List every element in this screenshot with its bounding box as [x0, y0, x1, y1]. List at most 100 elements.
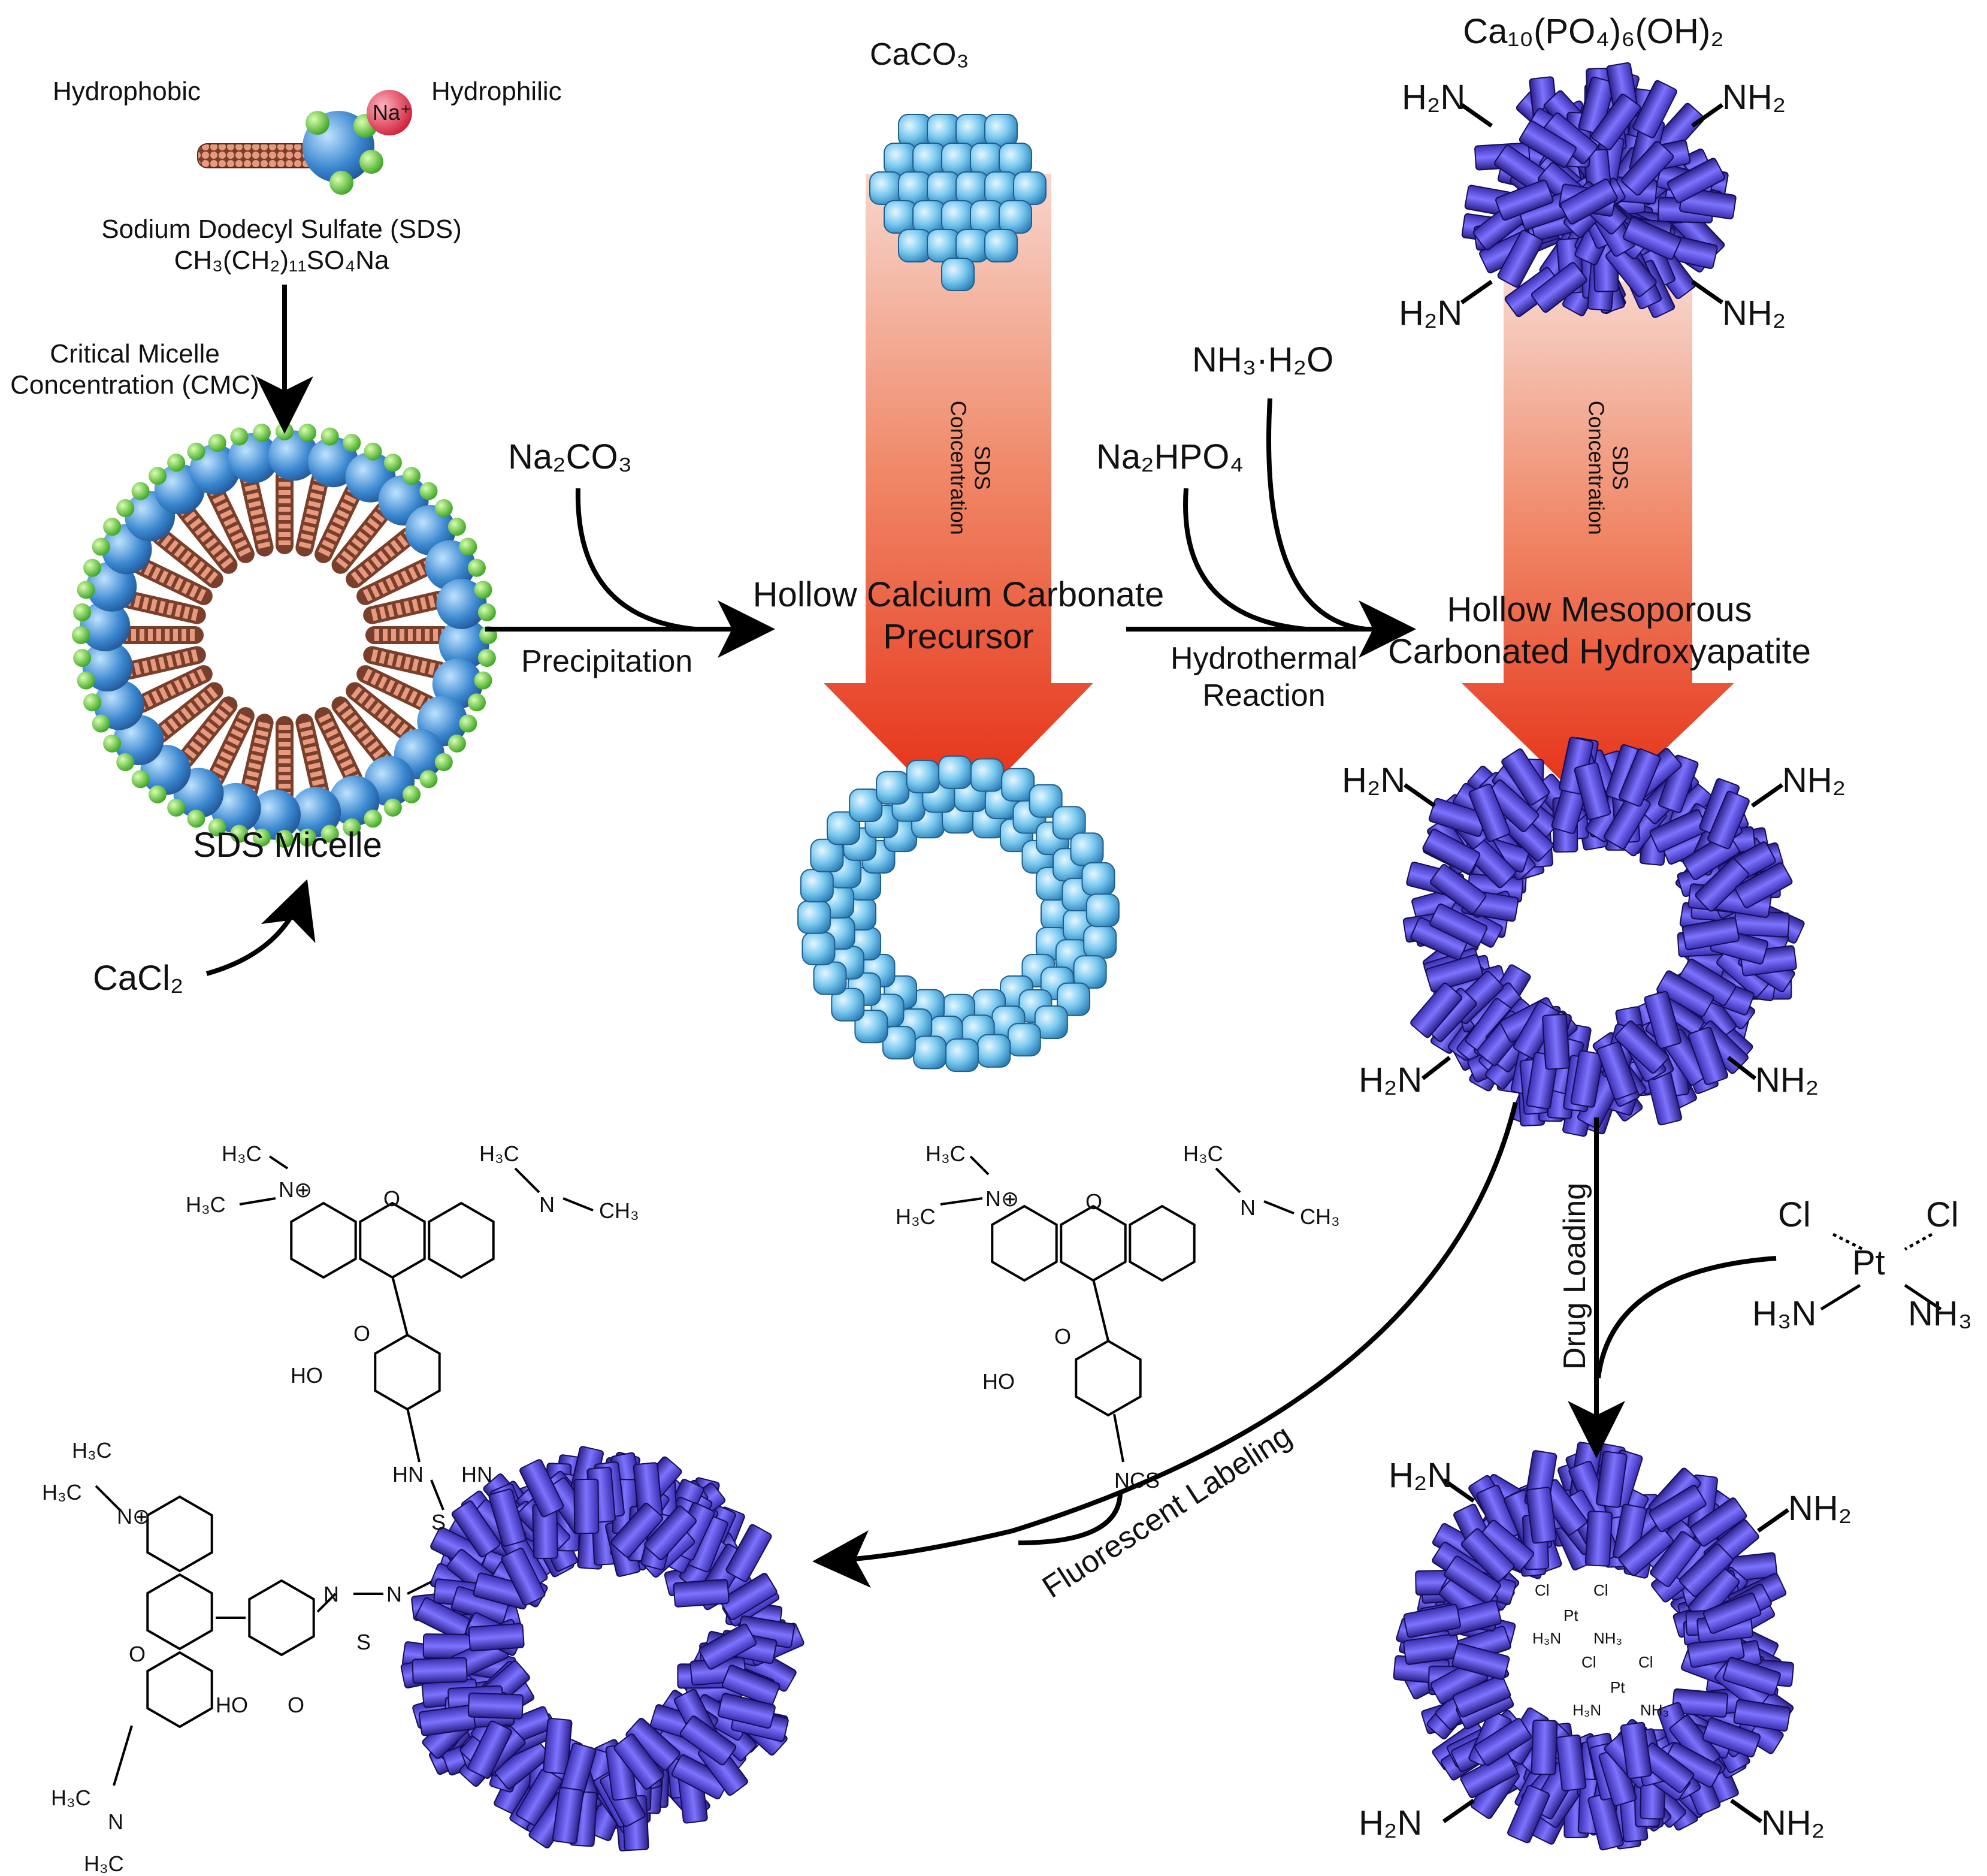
amine-label: NH₂ — [1755, 1061, 1819, 1099]
cisplatin-cl: Cl — [1778, 1195, 1811, 1234]
hydrophobic-label: Hydrophobic — [53, 77, 201, 106]
hydrothermal-label-1: Hydrothermal — [1170, 641, 1358, 676]
ritc-ncs: NCS — [1114, 1468, 1160, 1493]
rhod-h3c: H₃C — [51, 1786, 91, 1810]
rhod-hn: HN — [392, 1462, 424, 1487]
rhod-ho: HO — [291, 1363, 323, 1388]
sds-micelle — [72, 422, 497, 848]
sds-name: Sodium Dodecyl Sulfate (SDS) — [101, 215, 462, 244]
ritc-ch3: CH₃ — [1300, 1204, 1340, 1229]
rhod-o: O — [383, 1186, 401, 1211]
rhod-s: S — [356, 1630, 371, 1654]
ritc-h3c: H₃C — [926, 1141, 966, 1166]
caco3-formula: CaCO₃ — [870, 37, 969, 72]
rhod-h3c: H₃C — [72, 1438, 112, 1463]
caco3-product-line1: Hollow Calcium Carbonate — [752, 575, 1165, 614]
rhod-s: S — [431, 1510, 446, 1534]
mini-h3n: H₃N — [1572, 1701, 1602, 1719]
amine-label: H₂N — [1342, 761, 1406, 800]
mini-h3n: H₃N — [1532, 1629, 1562, 1647]
rhod-n-plus: N⊕ — [117, 1504, 151, 1528]
rhod-h3c: H₃C — [222, 1141, 262, 1166]
cacl2-label: CaCl₂ — [93, 959, 184, 998]
drug-loading-label: Drug Loading — [1557, 1182, 1593, 1370]
mini-pt: Pt — [1610, 1678, 1625, 1696]
ritc-ho: HO — [982, 1369, 1015, 1394]
ritc-o: O — [1054, 1324, 1072, 1349]
na2co3-curve — [575, 488, 695, 632]
rhod-h3c: H₃C — [186, 1192, 226, 1217]
ritc-h3c: H₃C — [896, 1204, 936, 1229]
na2hpo4-curve — [1183, 488, 1306, 632]
ncs-curve — [1018, 1491, 1123, 1545]
precipitation-label: Precipitation — [521, 644, 693, 679]
mini-cl: Cl — [1535, 1581, 1550, 1599]
caco3-solid-sphere — [869, 114, 1047, 291]
hydrothermal-label-2: Reaction — [1202, 678, 1326, 713]
hap-formula: Ca₁₀(PO₄)₆(OH)₂ — [1463, 12, 1724, 51]
amine-label: H₂N — [1399, 294, 1463, 333]
cisplatin-bonds — [1820, 1232, 1942, 1311]
cisplatin-curve — [1596, 1256, 1777, 1379]
hap-drug-loaded-sphere — [1393, 1442, 1794, 1851]
ritc-n: N — [1240, 1195, 1256, 1220]
caco3-sds-arrow — [824, 174, 1093, 821]
rhod-n: N — [539, 1192, 555, 1217]
fluorescent-labeling-arrow — [812, 1102, 1518, 1588]
rhod-ho: HO — [216, 1693, 248, 1717]
rhod-n: N — [108, 1809, 123, 1834]
ritc-h3c: H₃C — [1183, 1141, 1223, 1166]
ritc-n-plus: N⊕ — [985, 1186, 1020, 1211]
cmc-label-1: Critical Micelle — [50, 339, 220, 368]
na2hpo4-label: Na₂HPO₄ — [1096, 437, 1244, 476]
mini-pt: Pt — [1563, 1606, 1578, 1624]
rhod-h3c: H₃C — [479, 1141, 519, 1166]
rhod-nh: HN — [461, 1462, 492, 1487]
nh3-curve — [1266, 398, 1366, 632]
amine-label: H₂N — [1359, 1061, 1423, 1099]
hap-sds-arrow — [1462, 282, 1734, 815]
amine-label: NH₂ — [1782, 761, 1846, 800]
cacl2-arrow — [205, 879, 316, 976]
na-ion-label: Na⁺ — [373, 100, 412, 125]
hap-arrow-label-1: SDS — [1608, 445, 1633, 490]
sds-formula: CH₃(CH₂)₁₁SO₄Na — [174, 246, 389, 275]
caco3-arrow-label-1: SDS — [970, 445, 995, 490]
rhod-o: O — [288, 1693, 305, 1717]
caco3-arrow-label-2: Concentration — [946, 400, 971, 535]
rhod-o: O — [129, 1642, 146, 1666]
hap-product-line1: Hollow Mesoporous — [1447, 590, 1752, 629]
hap-solid-sphere — [1461, 62, 1737, 318]
cmc-label-2: Concentration (CMC) — [10, 370, 259, 400]
mini-nh3: NH₃ — [1593, 1629, 1623, 1647]
caco3-product-line2: Precursor — [883, 617, 1034, 656]
amine-label: H₂N — [1402, 78, 1466, 117]
rhod-h3c: H₃C — [42, 1480, 82, 1505]
mini-cl: Cl — [1581, 1653, 1596, 1671]
caco3-hollow-sphere — [797, 755, 1120, 1073]
nh3h2o-label: NH₃·H₂O — [1192, 340, 1334, 379]
cisplatin-nh3: NH₃ — [1908, 1294, 1973, 1333]
hap-arrow-label-2: Concentration — [1584, 400, 1609, 535]
rhod-h3c: H₃C — [84, 1851, 124, 1876]
amine-label: H₂N — [1389, 1456, 1453, 1495]
rhodamine-structure-top — [239, 1155, 594, 1511]
sds-micelle-label: SDS Micelle — [193, 826, 382, 865]
amine-label: NH₂ — [1761, 1804, 1825, 1842]
hap-product-line2: Carbonated Hydroxyapatite — [1387, 632, 1811, 671]
rhod-o: O — [353, 1321, 371, 1346]
amine-label: NH₂ — [1722, 294, 1786, 333]
rhod-n: N — [323, 1582, 339, 1606]
rhodamine-structure-side — [95, 1485, 432, 1786]
cisplatin-pt: Pt — [1852, 1243, 1885, 1282]
hap-labeled-sphere — [400, 1446, 805, 1851]
mini-nh3: NH₃ — [1640, 1701, 1670, 1719]
rhod-n-plus: N⊕ — [279, 1177, 313, 1202]
mini-cl: Cl — [1638, 1653, 1653, 1671]
rhod-n: N — [386, 1582, 402, 1606]
sds-molecule — [197, 90, 412, 195]
hydrophilic-label: Hydrophilic — [431, 77, 562, 106]
amine-label: H₂N — [1359, 1804, 1423, 1842]
na2co3-label: Na₂CO₃ — [508, 437, 633, 476]
amine-bonds — [1403, 103, 1790, 1823]
